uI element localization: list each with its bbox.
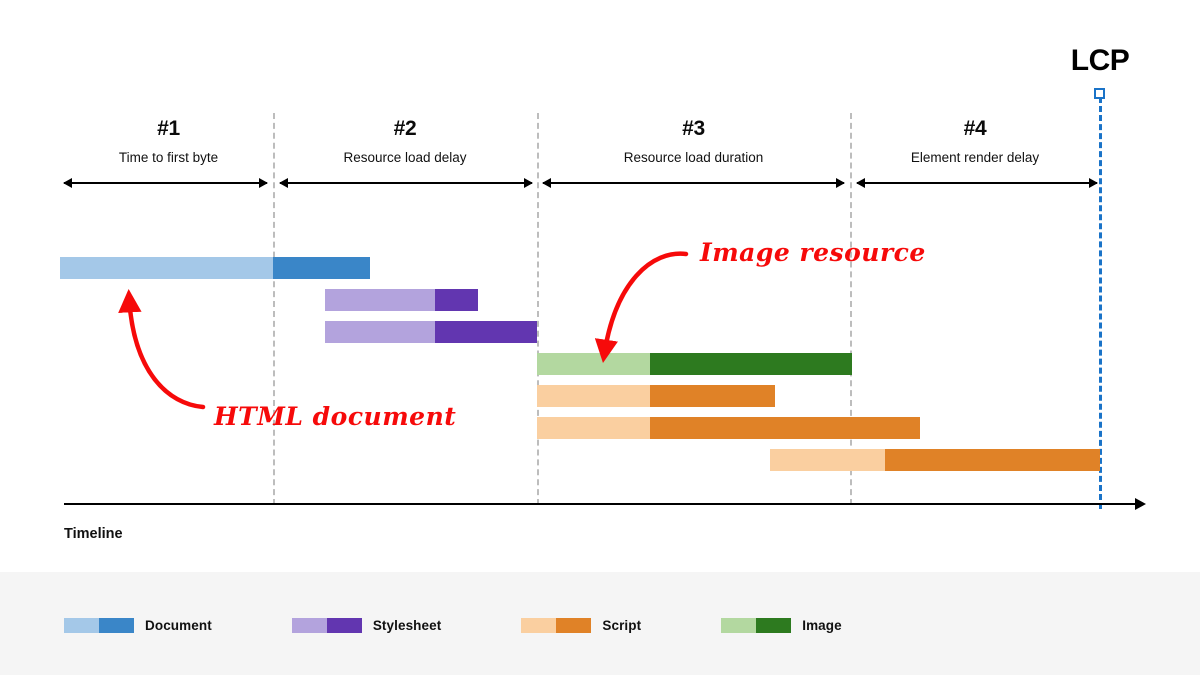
phase-4-number: #4 bbox=[963, 117, 987, 140]
script-bar-1 bbox=[537, 385, 775, 407]
legend-label-image: Image bbox=[802, 618, 842, 633]
legend-item-document: Document bbox=[64, 618, 212, 633]
phase-divider-1 bbox=[273, 113, 275, 505]
script-bar-3-duration-segment bbox=[885, 449, 1100, 471]
legend-item-stylesheet: Stylesheet bbox=[291, 618, 442, 633]
phase-1-number: #1 bbox=[157, 117, 180, 140]
stylesheet-swatch-icon bbox=[291, 618, 362, 633]
phase-2-number: #2 bbox=[393, 117, 417, 140]
phase-4-name: Element render delay bbox=[910, 150, 1040, 165]
phase-3-name: Resource load duration bbox=[623, 150, 764, 165]
phase-divider-3 bbox=[850, 113, 852, 505]
annotation-html-document: HTML document bbox=[214, 402, 457, 431]
image-resource-arrow bbox=[594, 251, 689, 363]
legend-item-image: Image bbox=[721, 618, 842, 633]
stylesheet-bar-1-duration-segment bbox=[435, 289, 478, 311]
phase-3-span-arrow bbox=[542, 178, 845, 188]
lcp-label: LCP bbox=[1070, 44, 1130, 77]
document-swatch-icon bbox=[64, 618, 134, 633]
annotation-image-resource: Image resource bbox=[700, 238, 926, 267]
stylesheet-bar-2-duration-segment bbox=[435, 321, 537, 343]
annotation-arrows bbox=[118, 251, 689, 410]
image-swatch-icon bbox=[721, 618, 792, 633]
lcp-marker-line bbox=[1099, 97, 1102, 509]
html-document-arrow bbox=[118, 288, 206, 410]
legend-item-script: Script bbox=[521, 618, 641, 633]
legend: Document Stylesheet Script Image bbox=[64, 618, 842, 633]
phase-4-span-arrow bbox=[856, 178, 1098, 188]
phase-3-number: #3 bbox=[682, 117, 705, 140]
phase-2: #2 Resource load delay bbox=[273, 118, 537, 165]
legend-label-document: Document bbox=[145, 618, 212, 633]
script-bar-3-delay-segment bbox=[770, 449, 885, 471]
phase-divider-2 bbox=[537, 113, 539, 505]
document-bar bbox=[60, 257, 370, 279]
script-swatch-icon bbox=[521, 618, 592, 633]
document-bar-duration-segment bbox=[273, 257, 370, 279]
script-bar-1-duration-segment bbox=[650, 385, 775, 407]
script-bar-2-duration-segment bbox=[650, 417, 920, 439]
script-bar-2-delay-segment bbox=[537, 417, 650, 439]
stylesheet-bar-2 bbox=[325, 321, 537, 343]
phase-2-span-arrow bbox=[279, 178, 533, 188]
chart-plot-area: LCP #1 Time to first byte #2 Resource lo… bbox=[60, 44, 1146, 542]
phase-4: #4 Element render delay bbox=[850, 118, 1100, 165]
image-bar bbox=[537, 353, 852, 375]
stylesheet-bar-1-delay-segment bbox=[325, 289, 435, 311]
legend-label-stylesheet: Stylesheet bbox=[372, 618, 442, 633]
timeline-axis-label: Timeline bbox=[64, 526, 123, 542]
image-bar-delay-segment bbox=[537, 353, 650, 375]
phase-1-name: Time to first byte bbox=[118, 150, 219, 165]
legend-band: Document Stylesheet Script Image bbox=[0, 572, 1200, 675]
phase-2-name: Resource load delay bbox=[343, 150, 467, 165]
document-bar-delay-segment bbox=[60, 257, 273, 279]
script-bar-3 bbox=[770, 449, 1100, 471]
image-bar-duration-segment bbox=[650, 353, 852, 375]
stylesheet-bar-2-delay-segment bbox=[325, 321, 435, 343]
script-bar-1-delay-segment bbox=[537, 385, 650, 407]
phase-1: #1 Time to first byte bbox=[64, 118, 273, 165]
script-bar-2 bbox=[537, 417, 920, 439]
phase-3: #3 Resource load duration bbox=[537, 118, 850, 165]
legend-label-script: Script bbox=[602, 618, 642, 633]
timeline-axis bbox=[64, 498, 1146, 510]
phase-1-span-arrow bbox=[63, 178, 268, 188]
stylesheet-bar-1 bbox=[325, 289, 478, 311]
